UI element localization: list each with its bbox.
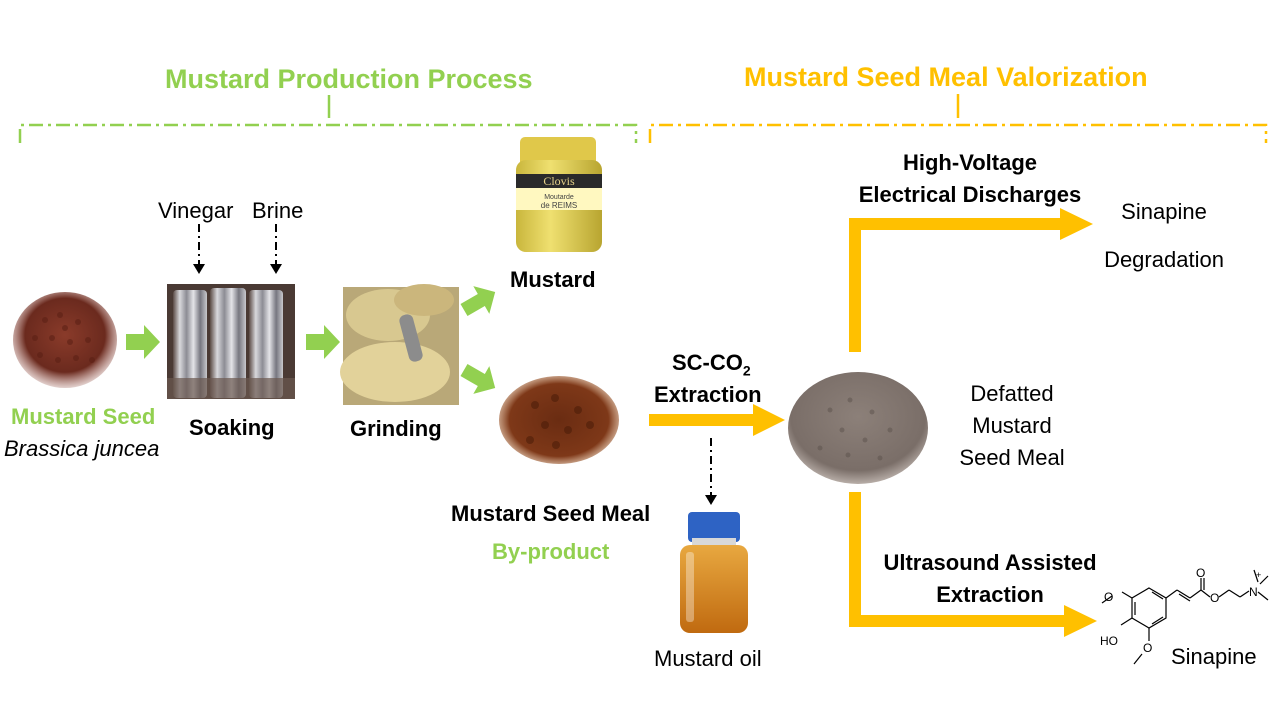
- mustard-jar-image: Clovis Moutarde de REIMS: [516, 137, 602, 252]
- jar-line-2: de REIMS: [541, 201, 577, 210]
- arrow-brine: [270, 224, 282, 274]
- arrow-uae: [849, 492, 1097, 637]
- atom-ester-o: O: [1210, 591, 1219, 605]
- defatted-line-3: Seed Meal: [959, 445, 1065, 470]
- uae-line-2: Extraction: [936, 582, 1044, 607]
- sinapine-structure: [1101, 569, 1269, 665]
- arrow-to-oil: [705, 438, 717, 505]
- sc-co2-extraction-label: Extraction: [654, 382, 762, 407]
- valorization-bracket: [648, 94, 1268, 143]
- mustard-oil-bottle-image: [680, 512, 748, 633]
- sc-co2-subscript: 2: [742, 362, 751, 379]
- arrow-hved: [849, 208, 1093, 352]
- sinapine-degradation-line-2: Degradation: [1104, 247, 1224, 272]
- arrow-seed-to-soaking: [126, 325, 160, 359]
- atom-hydroxy: HO: [1100, 634, 1118, 648]
- vinegar-label: Vinegar: [158, 198, 234, 223]
- sc-co2-label: SC-CO2: [672, 350, 751, 378]
- grinding-label: Grinding: [350, 416, 442, 441]
- byproduct-label: By-product: [492, 539, 610, 564]
- sc-co2-text: SC-CO: [672, 350, 743, 375]
- hved-line-1: High-Voltage: [902, 150, 1038, 175]
- uae-line-1: Ultrasound Assisted: [883, 550, 1097, 575]
- seed-name-label: Mustard Seed: [11, 404, 156, 429]
- atom-nitrogen: N: [1249, 585, 1258, 599]
- atom-methoxy-top: O: [1104, 590, 1113, 604]
- arrow-grinding-to-meal: [460, 363, 496, 394]
- defatted-line-2: Mustard: [972, 413, 1052, 438]
- production-title: Mustard Production Process: [165, 64, 533, 94]
- jar-line-1: Moutarde: [544, 194, 574, 201]
- sinapine-degradation-line-1: Sinapine: [1121, 199, 1207, 224]
- valorization-title: Mustard Seed Meal Valorization: [744, 62, 1148, 92]
- defatted-line-1: Defatted: [970, 381, 1054, 406]
- arrow-grinding-to-mustard: [460, 286, 496, 317]
- seed-species-label: Brassica juncea: [4, 436, 160, 461]
- production-bracket: [18, 95, 638, 143]
- mustard-seed-image: [13, 292, 117, 388]
- defatted-meal-image: [788, 372, 928, 484]
- mustard-label: Mustard: [510, 267, 596, 292]
- sinapine-atoms: O HO O O O N +: [1100, 566, 1261, 655]
- atom-charge: +: [1256, 570, 1261, 580]
- arrow-vinegar: [193, 224, 205, 274]
- atom-methoxy-bottom: O: [1143, 641, 1152, 655]
- arrow-soaking-to-grinding: [306, 325, 340, 359]
- hved-line-2: Electrical Discharges: [858, 182, 1082, 207]
- arrow-sc-co2: [649, 404, 785, 436]
- grinding-image: [340, 284, 459, 405]
- sinapine-label: Sinapine: [1171, 644, 1257, 669]
- atom-carbonyl-o: O: [1196, 566, 1205, 580]
- jar-brand: Clovis: [543, 174, 575, 188]
- oil-label: Mustard oil: [654, 646, 762, 671]
- soaking-tanks-image: [167, 284, 295, 399]
- brine-label: Brine: [252, 198, 304, 223]
- soaking-label: Soaking: [189, 415, 275, 440]
- mustard-seed-meal-image: [499, 376, 619, 464]
- meal-label: Mustard Seed Meal: [451, 501, 651, 526]
